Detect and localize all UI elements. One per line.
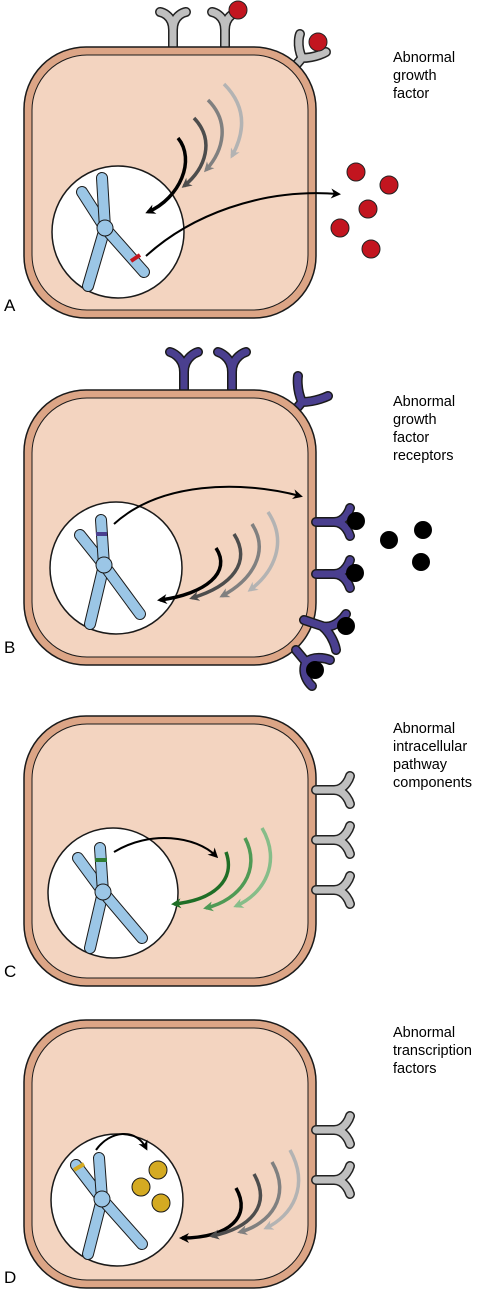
expression-arrow [95,1133,148,1151]
growth-factor-red [330,218,350,238]
pathway-arrow [203,837,253,912]
growth-factor-black [414,521,432,539]
receptor-icon [311,1111,355,1149]
signal-arrow [222,82,244,159]
growth-factor-red [379,175,399,195]
caption-line: factor [393,86,430,102]
expression-arrow [113,485,303,525]
caption-line: pathway [393,757,448,773]
secretion-arrow [145,188,341,257]
receptor-icon [155,7,191,53]
growth-factor-black [306,661,324,679]
signal-arrow [181,116,208,188]
nucleus [51,165,185,299]
receptor-icon [213,347,251,397]
growth-factor-black [412,553,430,571]
receptor-icon [311,771,355,809]
receptor-icon [311,871,355,909]
growth-factor-black [337,617,355,635]
panel-c [23,715,355,987]
panel-letter-a: A [4,296,16,315]
signal-arrow [219,523,261,598]
signal-arrow [189,533,243,601]
caption-line: intracellular [393,739,468,755]
signal-arrow [203,98,224,173]
caption-d: Abnormal transcription factors [393,1024,483,1078]
caption-line: Abnormal [393,50,456,66]
caption-line: Abnormal [393,721,456,737]
caption-line: components [393,775,472,791]
transcription-factor [151,1193,171,1213]
growth-factor-red [358,199,378,219]
nucleus [47,827,179,959]
growth-factor-red [228,0,248,20]
pathway-arrow [233,827,273,908]
pathway-arrow [171,851,231,909]
caption-line: Abnormal [393,394,456,410]
caption-c: Abnormal intracellular pathway component… [393,720,483,792]
caption-line: Abnormal [393,1025,456,1041]
panel-d [23,1019,355,1289]
receptor-icon [311,821,355,859]
caption-b: Abnormal growth factor receptors [393,393,483,465]
panel-b [23,347,432,691]
receptor-icon [165,347,203,397]
panel-letter-d: D [4,1268,17,1287]
transcription-factor [131,1177,151,1197]
receptor-icon [311,1161,355,1199]
signal-arrow [157,547,223,605]
signal-arrow [209,1173,263,1240]
signal-arrow [263,1149,301,1230]
caption-line: factors [393,1061,437,1077]
growth-factor-red [346,162,366,182]
chromosome-icon [76,172,150,292]
chromosome-icon [72,842,148,954]
receptor-icon [311,503,355,541]
panel-letter-c: C [4,962,17,981]
chromosome-icon [70,1152,148,1260]
panel-a [23,0,399,319]
signal-arrow [237,1161,282,1236]
growth-factor-black [380,531,398,549]
receptor-icon [291,645,335,691]
transcription-factor [148,1160,168,1180]
growth-factor-red [308,32,328,52]
signal-arrow [179,1187,243,1243]
caption-line: growth [393,68,437,84]
receptor-icon [311,555,355,593]
chromosome-icon [74,514,146,630]
signal-arrow [247,511,280,592]
growth-factor-red [361,239,381,259]
panel-letter-b: B [4,638,16,657]
caption-line: transcription [393,1043,472,1059]
caption-line: factor [393,430,430,446]
caption-line: growth [393,412,437,428]
signal-arrow [145,136,188,214]
caption-line: receptors [393,448,454,464]
growth-factor-black [346,564,364,582]
growth-factor-black [347,512,365,530]
expression-arrow [113,837,219,859]
caption-a: Abnormal growth factor [393,49,483,103]
